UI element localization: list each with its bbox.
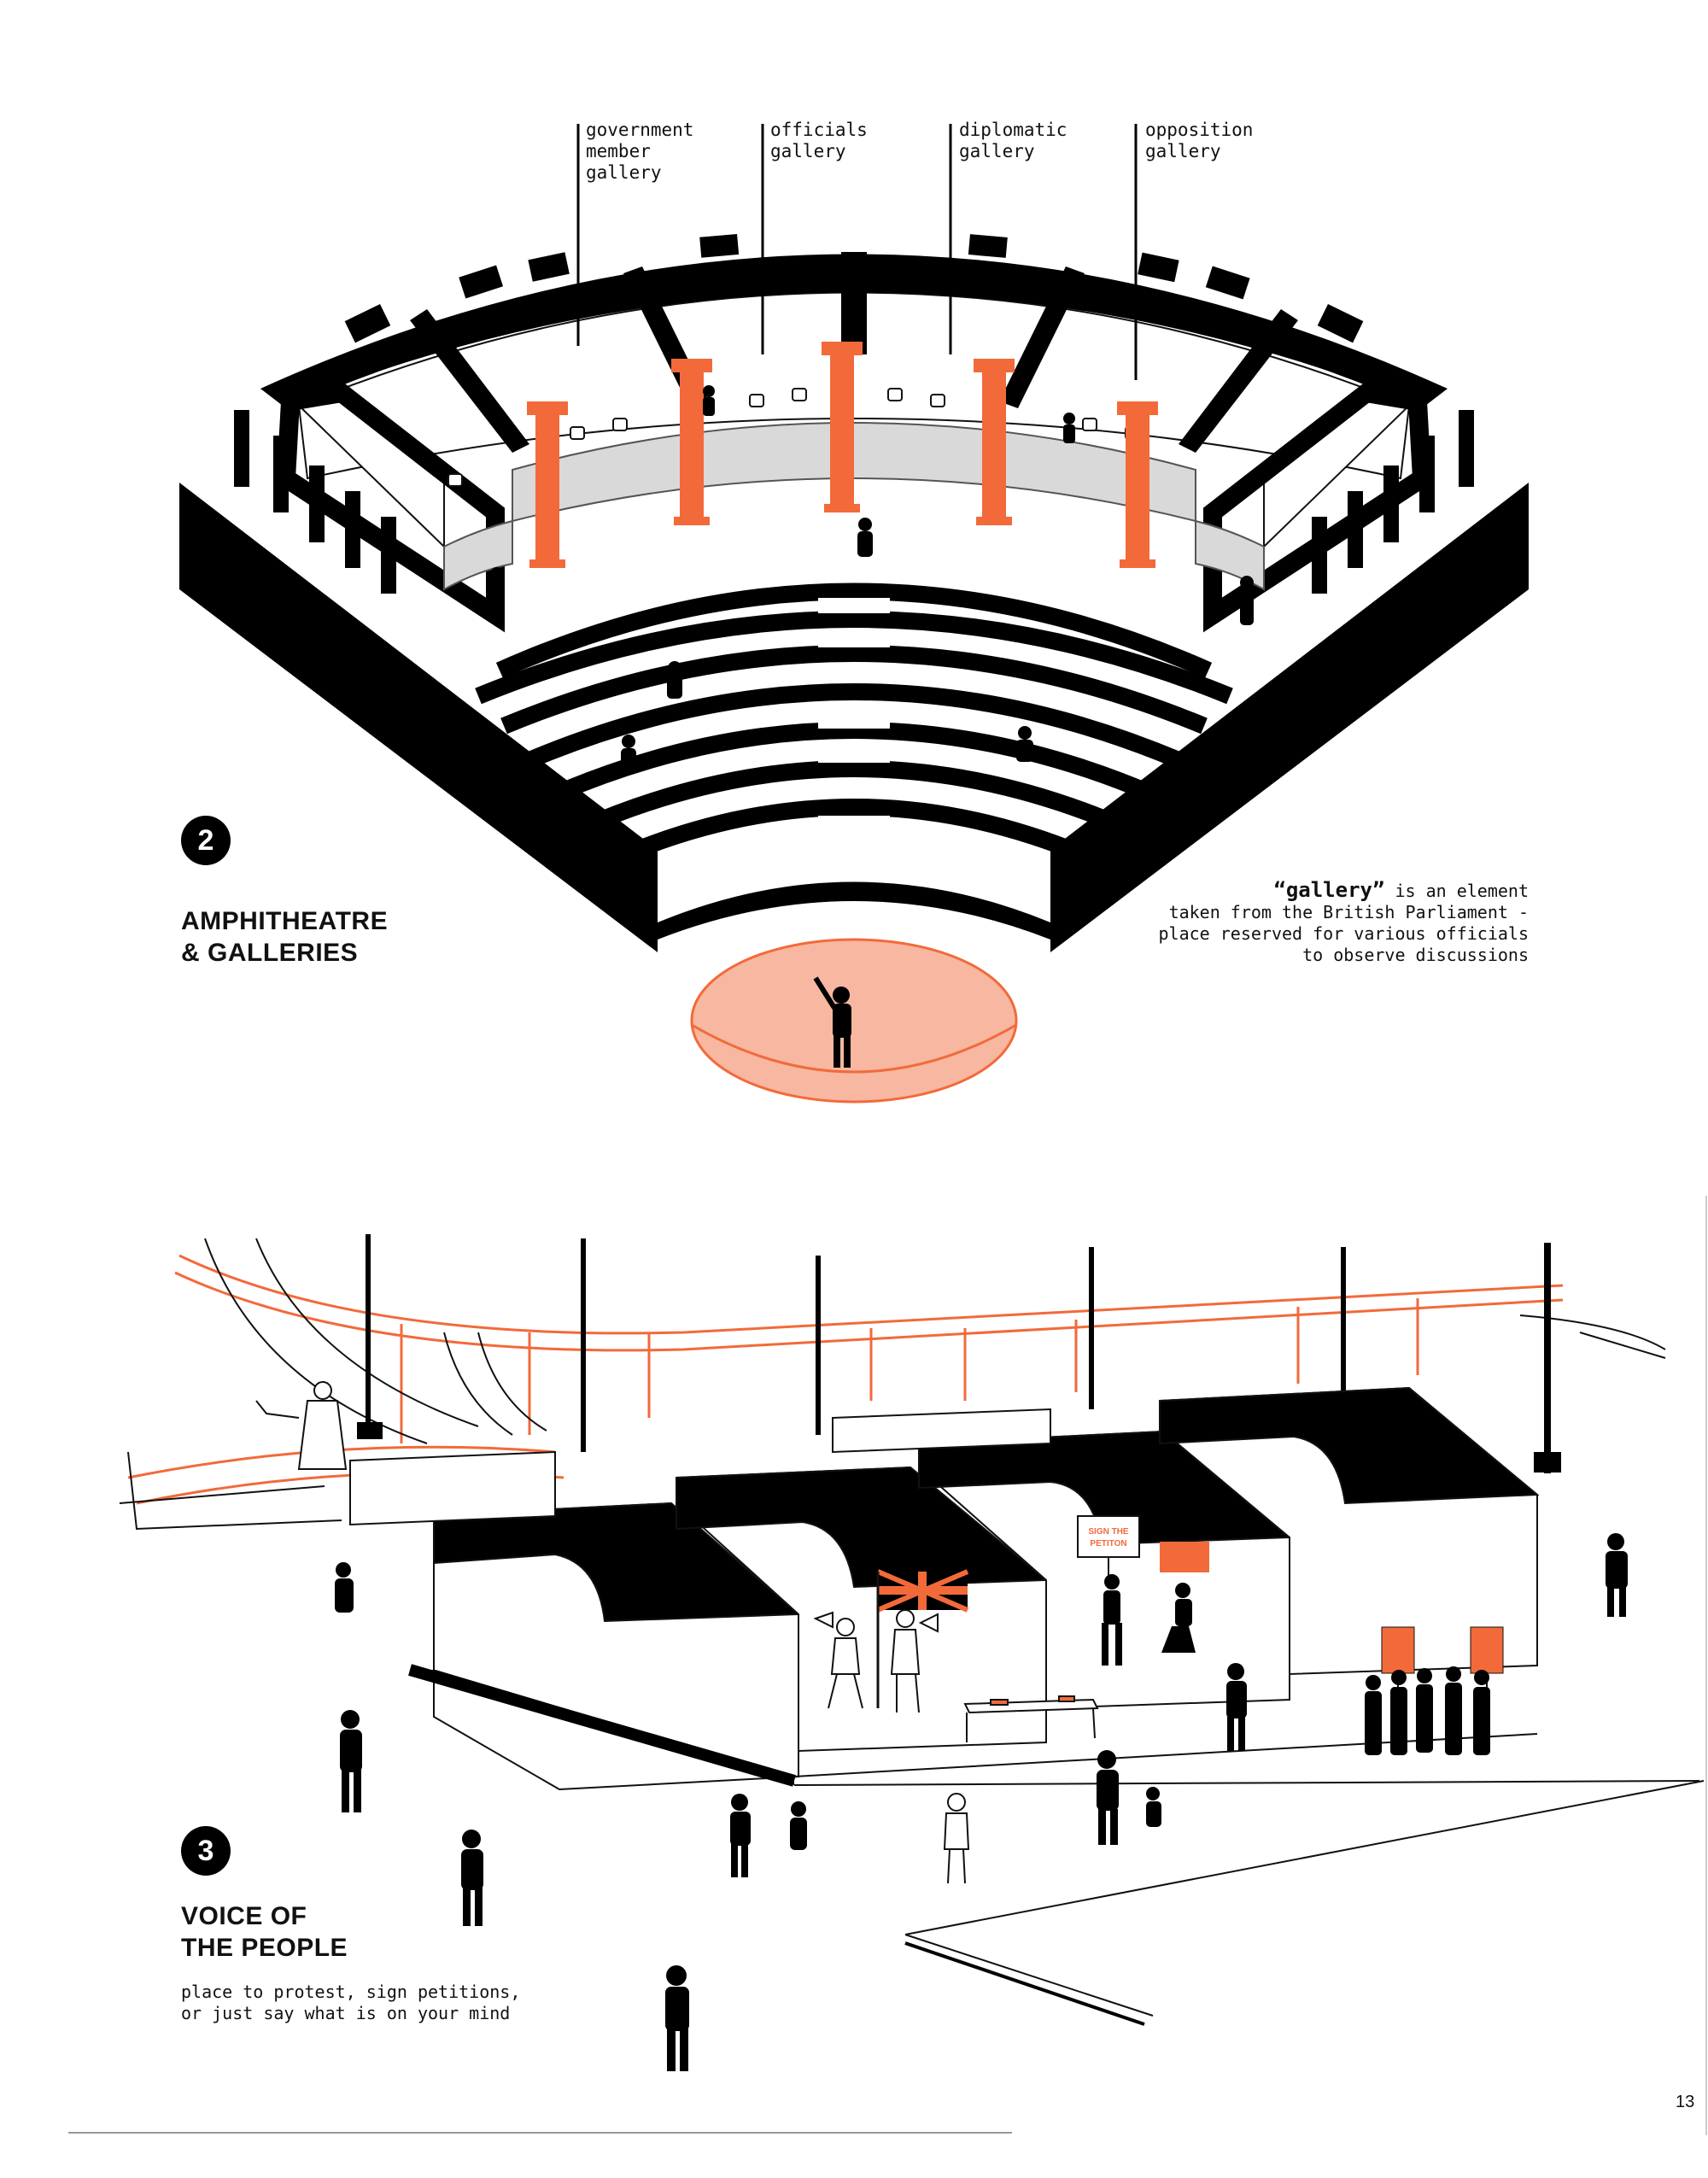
voice-description: place to protest, sign petitions, or jus… (181, 1982, 521, 2023)
protest-signs: SIGN THE PETITON (1077, 1515, 1504, 1708)
background-stands (119, 1238, 1666, 1531)
aisle-steps (818, 564, 890, 831)
side-columns (234, 410, 1474, 594)
section-title-amphitheatre: AMPHITHEATRE & GALLERIES (181, 907, 389, 967)
callout-officials-gallery: officials gallery (770, 120, 868, 161)
sign-line-1: SIGN THE (1088, 1527, 1129, 1537)
platform-left-side (179, 483, 658, 952)
booths (349, 1386, 1540, 1791)
callout-diplomatic-gallery: diplomatic gallery (959, 120, 1068, 161)
roof-battlements (344, 233, 1364, 343)
booth-back-wall (349, 1450, 556, 1526)
petition-table (963, 1695, 1099, 1742)
callout-opposition-gallery: opposition gallery (1145, 120, 1254, 161)
gallery-inner-ring (282, 275, 1426, 401)
passerby-figures (335, 1533, 1628, 2071)
gallery-roof-ring (260, 254, 1448, 408)
page-number: 13 (1676, 2093, 1695, 2111)
amphitheatre-front-edge (658, 881, 1050, 940)
section-number-badge-3: 3 (181, 1826, 231, 1876)
orange-columns (527, 342, 1158, 568)
gallery-definition-note: “gallery” is an element taken from the B… (1158, 878, 1529, 966)
section-title-voice-of-the-people: VOICE OF THE PEOPLE (181, 1902, 348, 1962)
walker-outline (943, 1793, 970, 1884)
voice-of-the-people-illustration: SIGN THE PETITON (68, 1196, 1707, 2135)
statue (255, 1381, 348, 1470)
background-columns (357, 1234, 1561, 1473)
platform-right-side (1050, 483, 1529, 952)
section-number-badge-2: 2 (181, 816, 231, 865)
speaker-figure (813, 976, 851, 1068)
ground-lines (793, 1733, 1705, 2026)
sign-line-2: PETITON (1090, 1539, 1126, 1549)
callout-government-member-gallery: government member gallery (586, 120, 694, 183)
speaker-stage-disc (690, 938, 1018, 1104)
gallery-term: “gallery” (1273, 878, 1385, 902)
union-jack-flag (876, 1569, 969, 1708)
callout-leaders (576, 124, 1138, 380)
amphitheatre-steps (475, 583, 1233, 871)
crowd-group (1102, 1574, 1490, 1755)
amphitheatre-illustration (179, 124, 1529, 1104)
protester-figures (813, 1609, 939, 1713)
people-figures (489, 385, 1254, 774)
